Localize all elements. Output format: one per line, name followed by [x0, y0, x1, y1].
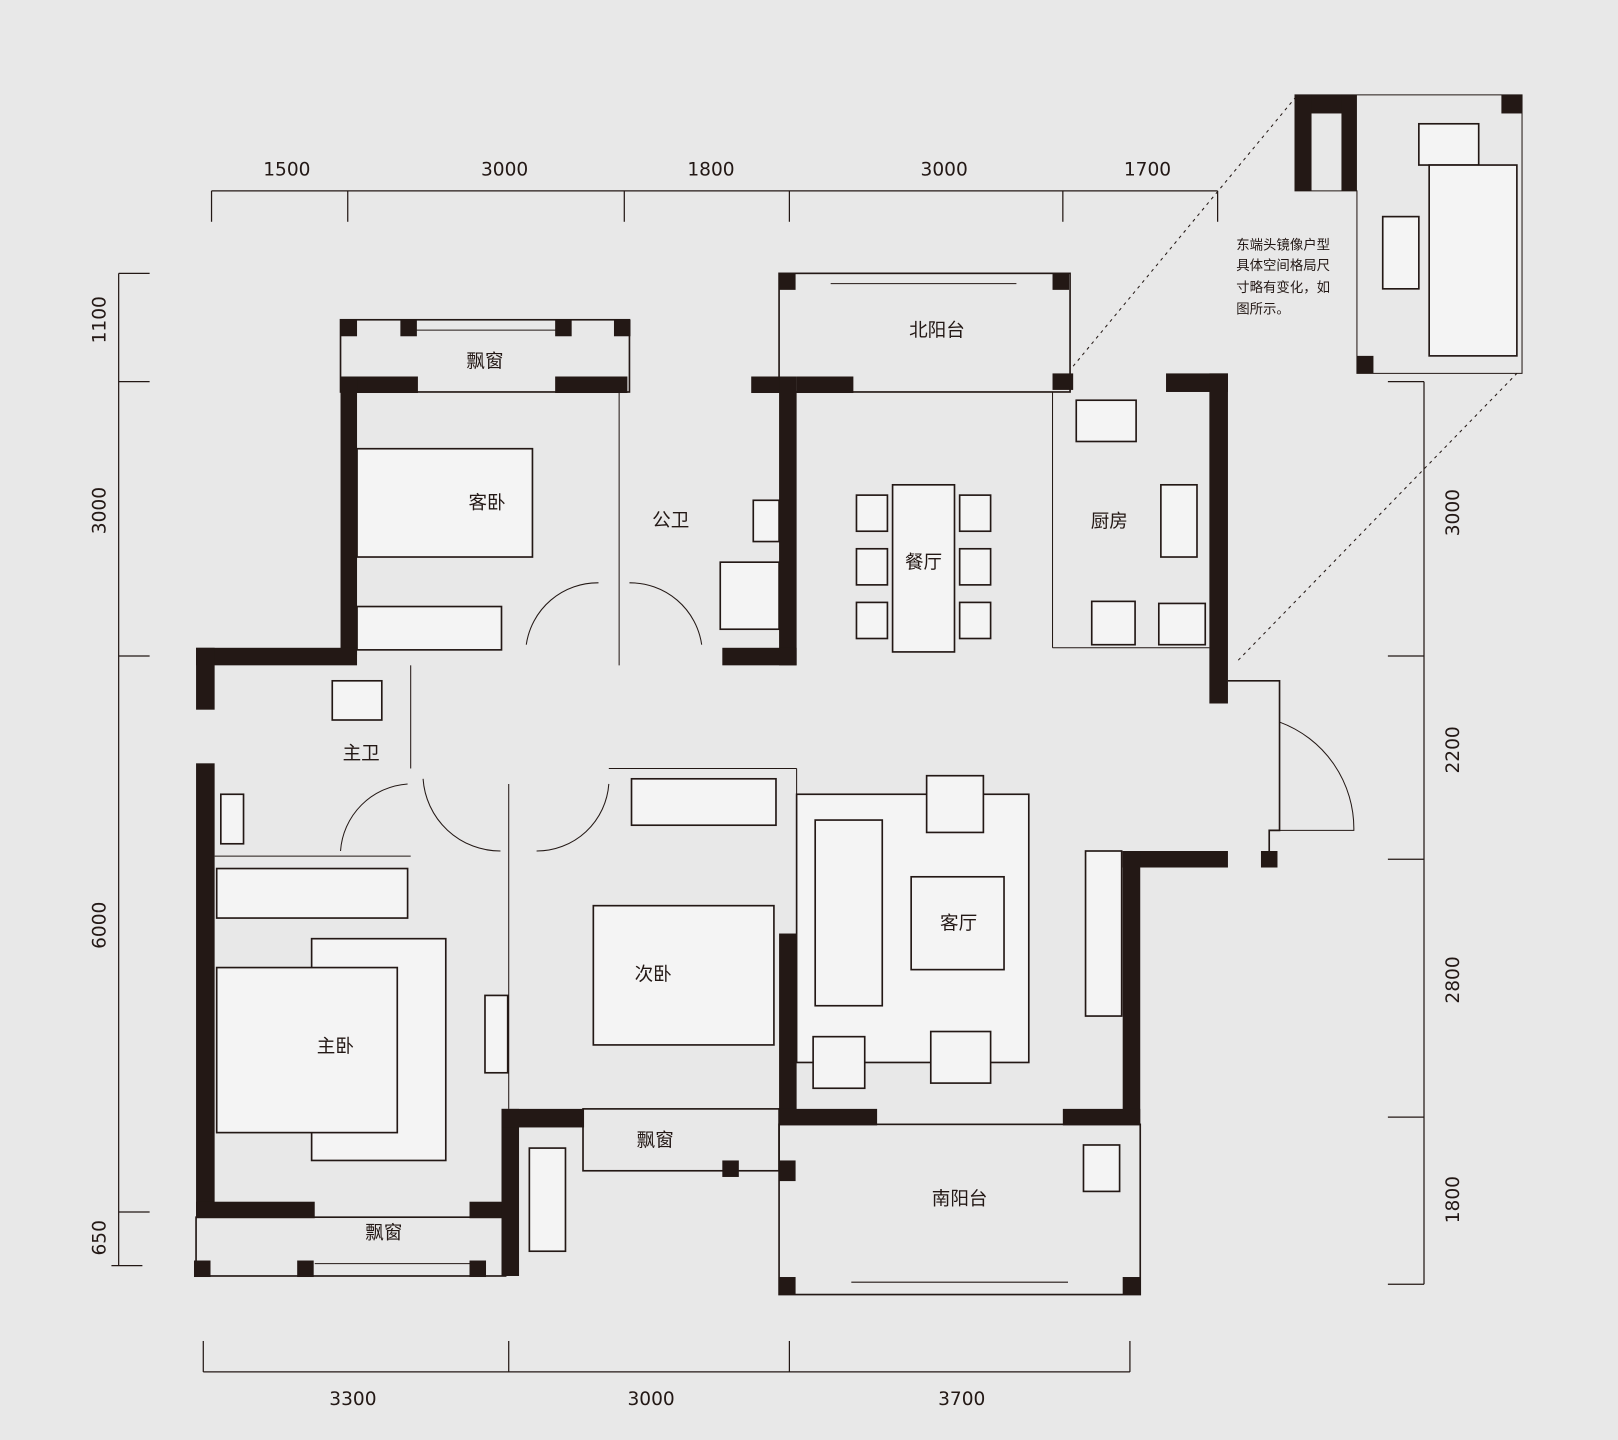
dim-bottom-3: 3700 [938, 1389, 985, 1410]
dim-left-2: 3000 [89, 487, 110, 534]
room-label-guest-bedroom: 客卧 [468, 493, 505, 514]
dim-bottom-2: 3000 [627, 1389, 674, 1410]
dim-top-2: 3000 [481, 159, 528, 180]
dim-right-3: 2800 [1443, 956, 1464, 1003]
dim-right-4: 1800 [1443, 1176, 1464, 1223]
room-label-bay-window-bottom-mid: 飘窗 [637, 1130, 674, 1151]
inset-dotted-guide [1072, 97, 1518, 661]
walls [193, 94, 1523, 1295]
dim-top-3: 1800 [687, 159, 734, 180]
dim-right-2: 2200 [1443, 726, 1464, 773]
furniture [215, 122, 1518, 1253]
room-label-second-bedroom: 次卧 [635, 964, 672, 985]
room-label-master-bath: 主卫 [343, 744, 380, 765]
note-line-3: 寸略有变化，如 [1236, 280, 1330, 296]
note-line-4: 图所示。 [1236, 302, 1290, 318]
room-label-dining: 餐厅 [905, 553, 942, 574]
dim-top-4: 3000 [921, 159, 968, 180]
room-label-bay-window-bottom-left: 飘窗 [365, 1223, 402, 1244]
room-label-public-bath: 公卫 [652, 510, 689, 531]
room-label-bay-window-top: 飘窗 [466, 352, 503, 373]
room-label-living-room: 客厅 [940, 914, 977, 935]
dim-left-1: 1100 [89, 296, 110, 343]
dimension-lines [111, 190, 1425, 1373]
note-line-2: 具体空间格局尺 [1236, 258, 1330, 274]
room-label-south-balcony: 南阳台 [932, 1189, 988, 1210]
dim-bottom-1: 3300 [329, 1389, 376, 1410]
dim-left-4: 650 [89, 1220, 110, 1255]
note-line-1: 东端头镜像户型 [1236, 237, 1330, 254]
room-label-north-balcony: 北阳台 [909, 321, 965, 342]
dim-top-1: 1500 [263, 159, 310, 180]
dim-left-3: 6000 [89, 902, 110, 949]
room-label-master-bedroom: 主卧 [317, 1036, 354, 1057]
dim-top-5: 1700 [1124, 159, 1171, 180]
dim-right-1: 3000 [1443, 489, 1464, 536]
room-label-kitchen: 厨房 [1091, 511, 1128, 532]
